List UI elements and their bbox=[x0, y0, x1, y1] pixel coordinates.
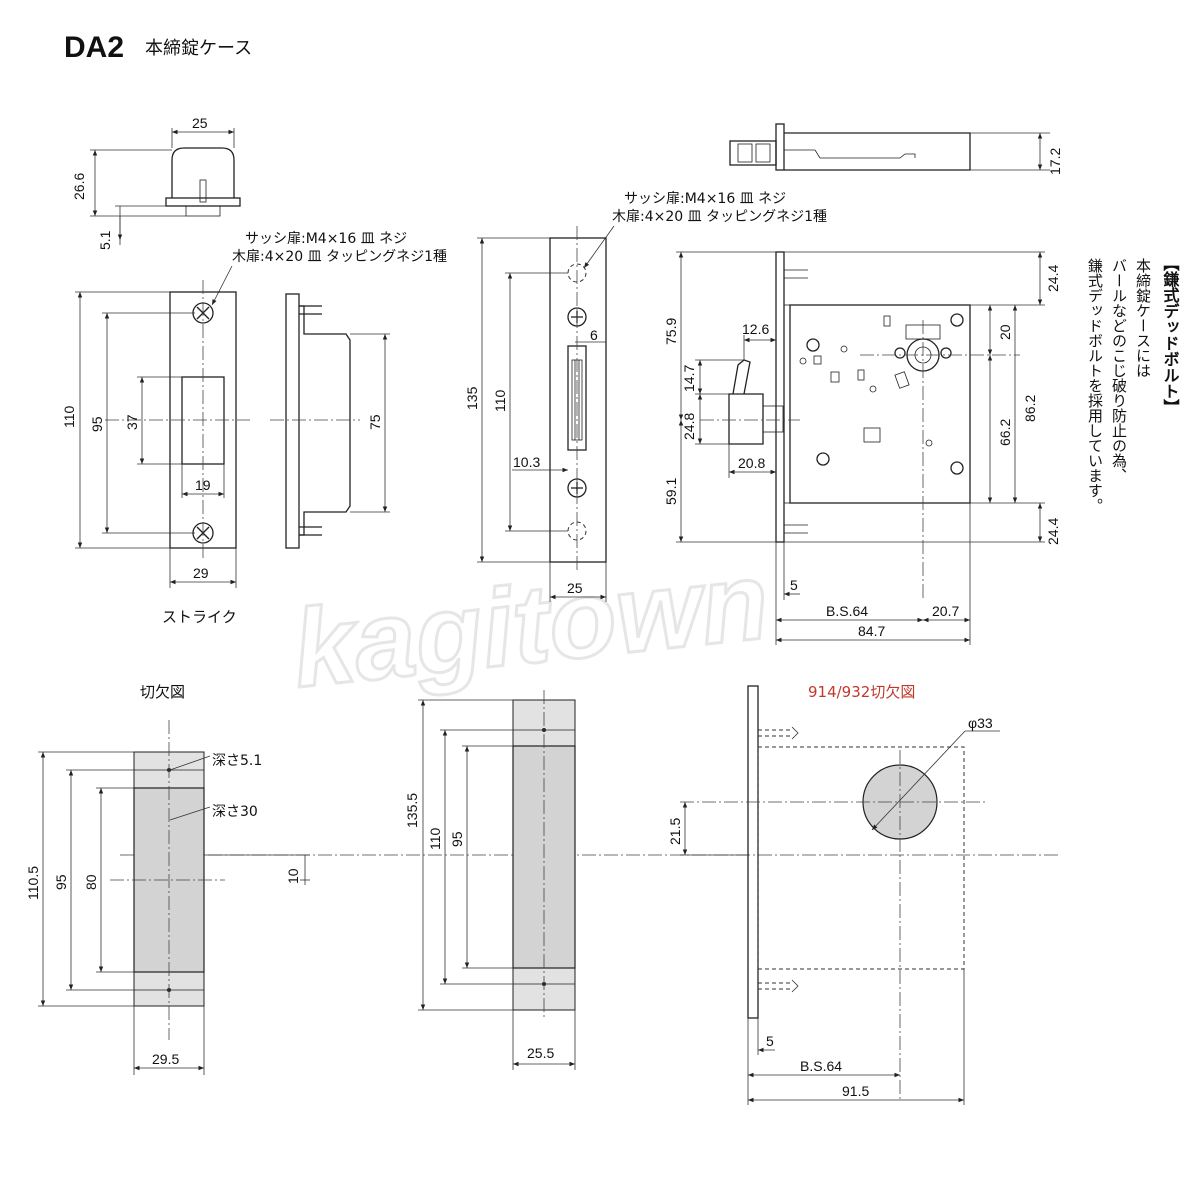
dim-front-bolt-w: 6 bbox=[590, 327, 598, 343]
dim-case-depth: 84.7 bbox=[858, 623, 885, 639]
dim-strike-top-height: 26.6 bbox=[71, 173, 87, 200]
cutout-depth-1: 深さ5.1 bbox=[212, 753, 262, 769]
dim-cutout-mid-pitch: 110 bbox=[427, 827, 443, 850]
dim-case-mid: 66.2 bbox=[997, 419, 1013, 446]
dim-case-lower: 59.1 bbox=[663, 478, 679, 505]
dim-cutout-pitch: 95 bbox=[53, 874, 69, 890]
cutout-label: 切欠図 bbox=[140, 683, 185, 701]
subtitle: 本締錠ケース bbox=[145, 38, 252, 59]
dim-case-cyl-off: 20 bbox=[997, 324, 1013, 340]
dim-strike-top-width: 25 bbox=[192, 115, 208, 131]
dim-case-bolt-h2: 24.8 bbox=[681, 413, 697, 440]
dim-cutout-inner: 80 bbox=[83, 874, 99, 890]
strike-top-view bbox=[90, 128, 241, 245]
cutout-mid-view bbox=[418, 690, 576, 1070]
dim-914-face: 5 bbox=[766, 1033, 774, 1049]
dim-cutout-mid-inner: 95 bbox=[449, 831, 465, 847]
dim-strike-opening-w: 19 bbox=[195, 477, 211, 493]
side-note-line1: 本締錠ケースには bbox=[1134, 258, 1152, 378]
dim-cutout-mid-width: 25.5 bbox=[527, 1045, 554, 1061]
dim-914-hole-off: 21.5 bbox=[667, 818, 683, 845]
dim-cutout-mid-total: 135.5 bbox=[404, 793, 420, 828]
cutout-view bbox=[38, 720, 310, 1075]
dim-case-height: 86.2 bbox=[1022, 395, 1038, 422]
side-note-heading: 【鎌式デッドボルト】 bbox=[1161, 255, 1181, 415]
dim-cutout-width: 29.5 bbox=[152, 1051, 179, 1067]
dim-914-hole: φ33 bbox=[968, 715, 993, 731]
strike-screw-note-1: サッシ扉:M4×16 皿 ネジ bbox=[245, 231, 407, 247]
side-note: 【鎌式デッドボルト】 本締錠ケースには バールなどのこじ破り防止の為、 鎌式デッ… bbox=[1086, 255, 1181, 513]
side-note-line3: 鎌式デッドボルトを採用しています。 bbox=[1086, 258, 1104, 513]
case-top-view bbox=[729, 123, 1050, 171]
dim-front-bolt-off: 10.3 bbox=[513, 454, 540, 470]
dim-strike-opening-h: 37 bbox=[124, 414, 140, 430]
dim-case-bolt-w: 12.6 bbox=[742, 321, 769, 337]
dim-case-upper: 75.9 bbox=[663, 318, 679, 345]
dim-case-top-margin: 24.4 bbox=[1045, 265, 1061, 292]
dim-case-bolt-h1: 14.7 bbox=[681, 365, 697, 392]
strike-side-view bbox=[270, 293, 390, 549]
dim-case-thickness: 17.2 bbox=[1047, 148, 1063, 175]
case-side-view bbox=[676, 251, 1045, 645]
dim-case-bolt-out: 20.8 bbox=[738, 455, 765, 471]
front-screw-note-1: サッシ扉:M4×16 皿 ネジ bbox=[624, 191, 786, 207]
dim-front-total: 135 bbox=[464, 386, 480, 410]
cutout-914-view bbox=[680, 685, 1000, 1105]
dim-strike-hole-pitch: 95 bbox=[89, 416, 105, 432]
strike-front-view bbox=[75, 280, 250, 588]
model-title: DA2 bbox=[64, 31, 124, 64]
dim-case-bottom-margin: 24.4 bbox=[1045, 518, 1061, 545]
side-note-line2: バールなどのこじ破り防止の為、 bbox=[1110, 258, 1128, 483]
dim-case-backset: B.S.64 bbox=[826, 603, 868, 619]
dim-front-width: 25 bbox=[567, 580, 583, 596]
dim-case-cyl-back: 20.7 bbox=[932, 603, 959, 619]
dim-case-face: 5 bbox=[790, 577, 798, 593]
faceplate-front-view bbox=[477, 226, 607, 602]
dim-strike-side-h: 75 bbox=[367, 414, 383, 430]
dim-strike-height: 110 bbox=[61, 405, 77, 428]
strike-label: ストライク bbox=[162, 608, 237, 626]
dim-914-depth: 91.5 bbox=[842, 1083, 869, 1099]
watermark-text: kagitown bbox=[287, 539, 774, 711]
cutout-914-label: 914/932切欠図 bbox=[808, 683, 915, 701]
dim-strike-top-depth: 5.1 bbox=[97, 230, 113, 250]
dim-cutout-total: 110.5 bbox=[25, 866, 41, 900]
dim-front-pitch: 110 bbox=[492, 389, 508, 412]
front-screw-note-2: 木扉:4×20 皿 タッピングネジ1種 bbox=[612, 209, 827, 225]
dim-cutout-offset: 10 bbox=[285, 868, 301, 884]
cutout-depth-2: 深さ30 bbox=[212, 804, 258, 820]
dim-strike-width: 29 bbox=[193, 565, 209, 581]
strike-screw-note-2: 木扉:4×20 皿 タッピングネジ1種 bbox=[232, 249, 447, 265]
dim-914-backset: B.S.64 bbox=[800, 1058, 842, 1074]
